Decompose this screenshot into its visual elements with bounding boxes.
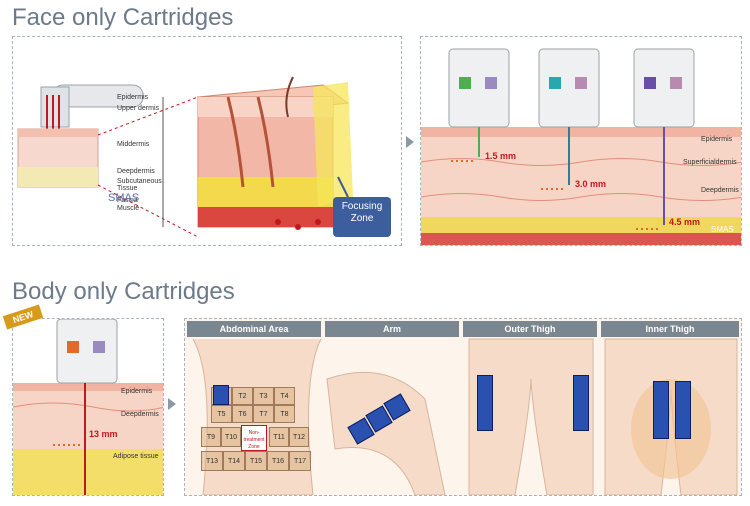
area-tab-abdominal: Abdominal Area bbox=[187, 321, 321, 337]
area-tab-inner-thigh: Inner Thigh bbox=[601, 321, 739, 337]
grid-cell-t2: T2 bbox=[232, 387, 253, 405]
grid-cell-t14: T14 bbox=[223, 451, 245, 471]
treatment-pad bbox=[675, 381, 691, 439]
body-cartridge-illustration bbox=[13, 319, 163, 495]
face-cartridges-panel: Epidermis Superficialdermis Deepdermis S… bbox=[420, 36, 742, 246]
layer-label-epidermis: Epidermis bbox=[117, 94, 149, 101]
grid-cell-t3: T3 bbox=[253, 387, 274, 405]
grid-cell-t16: T16 bbox=[267, 451, 289, 471]
face-anatomy-panel: Epidermis Upper dermis Middermis Deepder… bbox=[12, 36, 402, 246]
layer-label-middermis: Middermis bbox=[117, 141, 150, 148]
body-cartridge-panel: Epidermis Deepdermis Adipose tissue 13 m… bbox=[12, 318, 164, 496]
treatment-pad bbox=[653, 381, 669, 439]
depth-label-1-5mm: 1.5 mm bbox=[485, 151, 517, 161]
grid-cell-t17: T17 bbox=[289, 451, 311, 471]
right-layer-smas: SMAS bbox=[711, 225, 734, 234]
depth-label-4-5mm: 4.5 mm bbox=[669, 217, 701, 227]
treatment-pad bbox=[477, 375, 493, 431]
layer-label-upper-dermis: Upper dermis bbox=[117, 105, 160, 112]
treatment-pad bbox=[213, 385, 229, 405]
layer-label-deepdermis: Deepdermis bbox=[117, 168, 155, 175]
body-section-title: Body only Cartridges bbox=[12, 278, 235, 305]
body-areas-panel: Abdominal Area Arm Outer Thigh Inner Thi… bbox=[184, 318, 742, 496]
grid-cell-t4: T4 bbox=[274, 387, 295, 405]
area-tab-outer-thigh: Outer Thigh bbox=[463, 321, 597, 337]
grid-cell-t11: T11 bbox=[269, 427, 289, 447]
layer-label-subcutaneous: Subcutaneous Tissue bbox=[117, 178, 162, 192]
grid-cell-t8: T8 bbox=[274, 405, 295, 423]
area-tab-arm: Arm bbox=[325, 321, 459, 337]
smas-label: SMAS bbox=[108, 192, 140, 204]
layer-label-fascia: Fascia bbox=[117, 197, 138, 204]
right-layer-epidermis: Epidermis bbox=[701, 136, 733, 143]
grid-cell-t15: T15 bbox=[245, 451, 267, 471]
body-layer-epidermis: Epidermis bbox=[121, 388, 153, 395]
grid-cell-t12: T12 bbox=[289, 427, 309, 447]
grid-cell-t9: T9 bbox=[201, 427, 221, 447]
grid-cell-t5: T5 bbox=[211, 405, 232, 423]
depth-label-13mm: 13 mm bbox=[89, 429, 118, 439]
right-layer-deepdermis: Deepdermis bbox=[701, 187, 739, 194]
face-cartridges-illustration bbox=[421, 48, 741, 245]
body-next-arrow-icon bbox=[168, 398, 176, 410]
grid-cell-t7: T7 bbox=[253, 405, 274, 423]
grid-cell-t6: T6 bbox=[232, 405, 253, 423]
focusing-zone-label: Focusing Zone bbox=[341, 201, 383, 224]
grid-cell-t10: T10 bbox=[221, 427, 241, 447]
layer-label-muscle: Muscle bbox=[117, 205, 140, 212]
depth-label-3-0mm: 3.0 mm bbox=[575, 179, 607, 189]
grid-cell-t13: T13 bbox=[201, 451, 223, 471]
right-layer-superficialdermis: Superficialdermis bbox=[683, 159, 737, 166]
face-next-arrow-icon bbox=[406, 136, 414, 148]
body-layer-deepdermis: Deepdermis bbox=[121, 411, 159, 418]
face-anatomy-illustration bbox=[17, 76, 391, 238]
treatment-pad bbox=[573, 375, 589, 431]
non-treatment-zone: Non-treatment Zone bbox=[241, 425, 267, 451]
body-layer-adipose: Adipose tissue bbox=[113, 453, 159, 460]
face-section-title: Face only Cartridges bbox=[12, 4, 234, 31]
